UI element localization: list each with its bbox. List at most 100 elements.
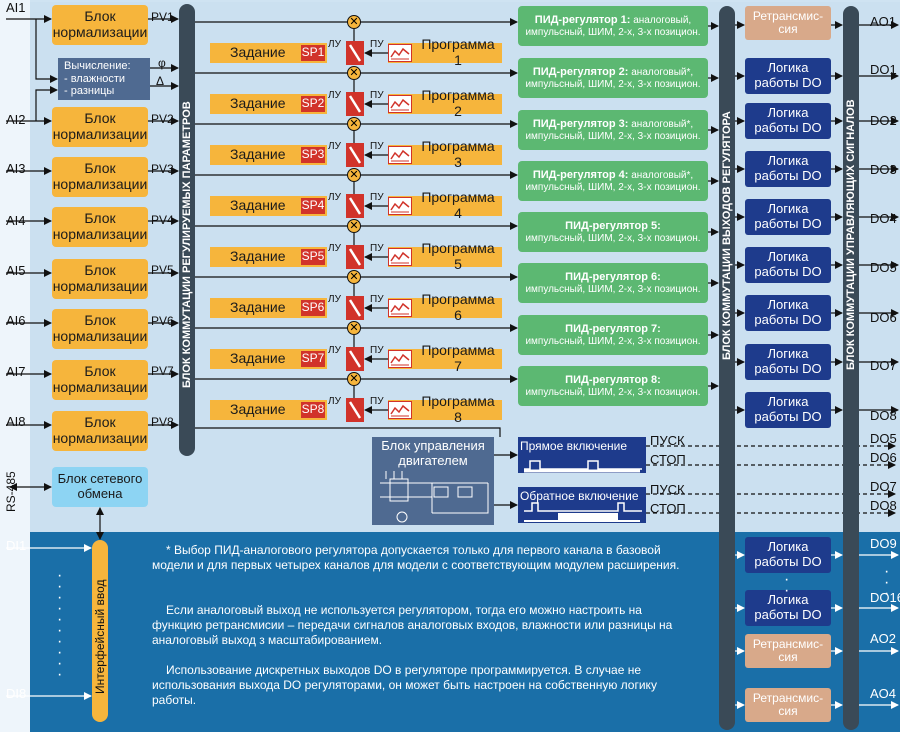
switch-icon-5 <box>346 245 364 269</box>
pu-label-7: ПУ <box>370 345 384 356</box>
ao1-label: AO1 <box>870 14 897 29</box>
setpoint-code-5: SP5 <box>301 249 325 265</box>
pid-line2-4: импульсный, ШИМ, 2-х, 3-х позицион. <box>525 181 701 193</box>
multiplier-icon-4: ✕ <box>347 168 361 182</box>
note-retrans: Если аналоговый выход не используется ре… <box>152 603 673 647</box>
normalization-line2: нормализации <box>52 278 148 294</box>
pid-regulator-6: ПИД-регулятор 6:импульсный, ШИМ, 2-х, 3-… <box>518 263 708 303</box>
forward-mode: Прямое включение <box>518 437 646 473</box>
do-extra-7-label: DO7 <box>870 479 897 494</box>
multiplier-icon-6: ✕ <box>347 270 361 284</box>
pid-line1: ПИД-регулятор 3: аналоговый*, <box>533 118 693 130</box>
retransmission-2-line2: сия <box>778 650 798 664</box>
do-logic-3-line2: работы DO <box>754 168 822 183</box>
setpoint-label: Задание <box>230 95 286 112</box>
do-logic-8-line2: работы DO <box>754 409 822 424</box>
normalization-line1: Блок <box>84 160 116 177</box>
calc-wire-2 <box>35 86 58 121</box>
lu-label-5: ЛУ <box>328 243 341 254</box>
pid-title-3: ПИД-регулятор 3: <box>532 118 629 131</box>
calc-humidity: - влажности <box>64 72 126 85</box>
lu-label-1: ЛУ <box>328 39 341 50</box>
normalization-line2: нормализации <box>52 226 148 242</box>
do1-label: DO1 <box>870 62 897 77</box>
pid-line2-1: импульсный, ШИМ, 2-х, 3-х позицион. <box>525 26 701 38</box>
do-logic-8-line1: Логика <box>767 394 809 410</box>
normalization-line1: Блок <box>84 210 116 227</box>
retransmission-4-text: Ретрансмис-сия <box>753 691 823 719</box>
pu-label-4: ПУ <box>370 192 384 203</box>
retransmission-1-line1: Ретрансмис- <box>752 8 824 23</box>
normalization-line1: Блок <box>84 262 116 279</box>
normalization-line1: Блок <box>84 312 116 329</box>
left-margin <box>0 0 30 732</box>
program-label-6: Программа 6 <box>421 291 495 323</box>
pid-regulator-1: ПИД-регулятор 1: аналоговый,импульсный, … <box>518 6 708 46</box>
do-logic-7-line1: Логика <box>767 346 809 362</box>
program-label-1: Программа 1 <box>421 36 495 68</box>
do-ellipsis: ··· <box>884 563 890 602</box>
program-icon <box>388 350 412 368</box>
normalization-line1: Блок <box>84 110 116 127</box>
switch-icon-2 <box>346 92 364 116</box>
setpoint-label: Задание <box>230 146 286 163</box>
normalization-line2: нормализации <box>52 126 148 142</box>
do-logic-5-line2: работы DO <box>754 264 822 279</box>
pid-line1: ПИД-регулятор 2: аналоговый*, <box>533 66 693 78</box>
forward-label: Прямое включение <box>520 439 628 453</box>
ao2-label: AO2 <box>870 631 897 646</box>
setpoint-label: Задание <box>230 44 286 61</box>
pv7-label: PV7 <box>151 364 174 378</box>
pid-line2-5: импульсный, ШИМ, 2-х, 3-х позицион. <box>525 232 701 244</box>
normalization-line1: Блок <box>84 8 116 25</box>
pv8-label: PV8 <box>151 415 174 429</box>
setpoint-label: Задание <box>230 401 286 418</box>
multiplier-icon-1: ✕ <box>347 15 361 29</box>
pid-title-6: ПИД-регулятор 6: <box>565 271 661 284</box>
lu-label-6: ЛУ <box>328 294 341 305</box>
do-logic-1-line1: Логика <box>767 60 809 76</box>
pid-line1: ПИД-регулятор 4: аналоговый*, <box>533 169 693 181</box>
normalization-line2: нормализации <box>52 379 148 395</box>
start-label-1: ПУСК <box>650 433 685 448</box>
do2-label: DO2 <box>870 113 897 128</box>
multiplier-icon-7: ✕ <box>347 321 361 335</box>
program-block-6: Программа 6 <box>388 291 502 323</box>
pu-label-2: ПУ <box>370 90 384 101</box>
retransmission-2-text: Ретрансмис-сия <box>753 637 823 665</box>
pu-label-6: ПУ <box>370 294 384 305</box>
program-label-4: Программа 4 <box>421 189 495 221</box>
setpoint-code-3: SP3 <box>301 147 325 163</box>
calc-difference: - разницы <box>64 85 115 98</box>
pid-line1: ПИД-регулятор 1: аналоговый, <box>535 14 691 26</box>
lu-label-2: ЛУ <box>328 90 341 101</box>
normalization-line2: нормализации <box>52 176 148 192</box>
motor-schematic-icon <box>380 471 489 523</box>
do-logic-9-line2: работы DO <box>754 554 822 569</box>
program-label-5: Программа 5 <box>421 240 495 272</box>
phi-label: φ <box>158 56 166 70</box>
pid-title-5: ПИД-регулятор 5: <box>565 220 661 233</box>
do-logic-16-line1: Логика <box>767 592 809 608</box>
program-block-1: Программа 1 <box>388 36 502 68</box>
pid-title-8: ПИД-регулятор 8: <box>565 374 661 387</box>
